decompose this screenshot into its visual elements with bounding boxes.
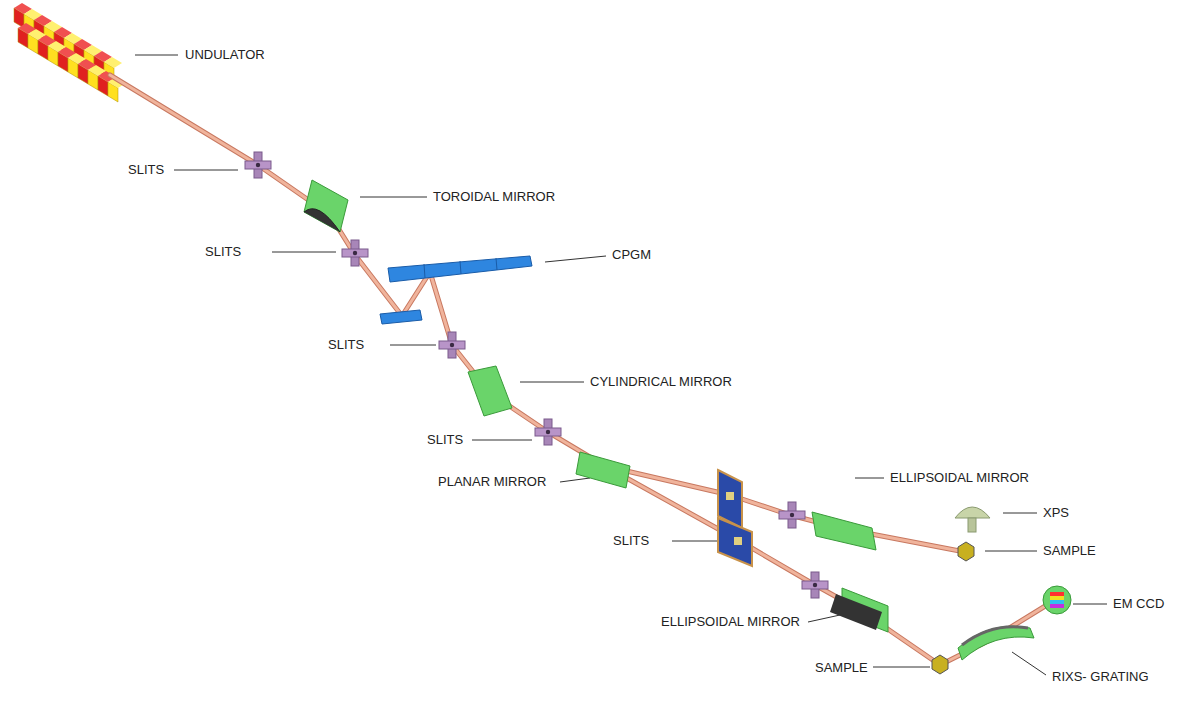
callout-label: RIXS- GRATING	[1052, 669, 1149, 685]
callout-label: EM CCD	[1113, 596, 1164, 612]
undulator-magnets	[14, 3, 126, 102]
cpgm-optics	[380, 256, 532, 324]
callout-label: SLITS	[128, 162, 164, 178]
beam-path	[110, 75, 1055, 665]
slit-panels	[718, 470, 752, 566]
leader-lines	[135, 55, 1107, 675]
em-ccd	[1043, 586, 1071, 614]
ellipsoidal-mirror	[812, 512, 876, 550]
callout-label: CPGM	[612, 247, 651, 263]
callout-label: CYLINDRICAL MIRROR	[590, 374, 732, 390]
toroidal-mirror	[304, 180, 348, 232]
slits-symbols	[245, 152, 828, 598]
sample	[932, 655, 948, 674]
callout-label: TOROIDAL MIRROR	[433, 189, 555, 205]
callout-label: SLITS	[205, 244, 241, 260]
callout-label: UNDULATOR	[185, 47, 265, 63]
planar-mirror	[576, 452, 630, 488]
callout-label: SLITS	[613, 533, 649, 549]
sample	[958, 542, 974, 561]
callout-label: SAMPLE	[815, 660, 868, 676]
callout-label: XPS	[1043, 505, 1069, 521]
callout-label: ELLIPSOIDAL MIRROR	[890, 470, 1029, 486]
ellipsoidal-mirror	[830, 588, 888, 632]
callout-label: SLITS	[427, 432, 463, 448]
cylindrical-mirror	[468, 366, 512, 416]
xps-analyser	[955, 507, 990, 532]
callout-label: PLANAR MIRROR	[438, 474, 546, 490]
callout-label: ELLIPSOIDAL MIRROR	[661, 614, 800, 630]
callout-label: SLITS	[328, 337, 364, 353]
rixs-grating	[958, 626, 1034, 660]
callout-label: SAMPLE	[1043, 543, 1096, 559]
